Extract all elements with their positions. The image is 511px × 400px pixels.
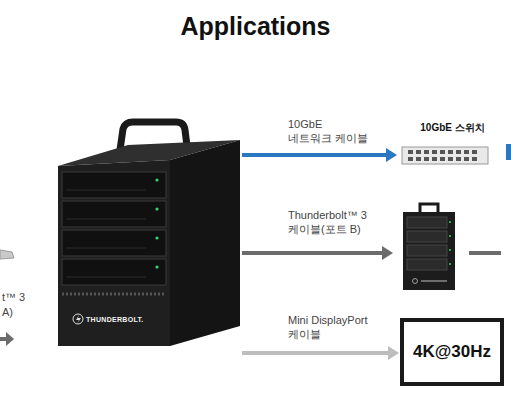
arrow-fragment-head	[6, 332, 14, 346]
cable-label: Mini DisplayPort 케이블	[288, 313, 367, 341]
thunderbolt-arrow-head	[382, 246, 393, 260]
diagram-title: Applications	[0, 12, 511, 41]
thunderbolt-arrow	[242, 251, 383, 255]
cable-label: 10GbE 네트워크 케이블	[288, 117, 368, 145]
cable-fragment	[506, 144, 511, 160]
connector-arrow	[242, 346, 399, 360]
monitor-box: 4K@30Hz	[400, 318, 504, 386]
cable-label: Thunderbolt™ 3 케이블(포트 B)	[288, 208, 367, 236]
switch-box: 10GbE 스위치	[398, 120, 507, 166]
chain-line	[469, 251, 501, 255]
raid-enclosure-box: THUNDERBOLT.	[55, 120, 242, 348]
brand-logo: THUNDERBOLT.	[86, 316, 144, 323]
laptop-fragment	[0, 250, 14, 259]
small-enclosure	[403, 204, 455, 290]
port-label: A)	[2, 305, 13, 319]
arrowhead	[388, 346, 399, 360]
connector-line	[242, 153, 387, 157]
connector-line	[242, 351, 389, 355]
port-label: t™ 3	[2, 290, 25, 304]
arrow-fragment	[0, 337, 6, 341]
device-heading: 10GbE 스위치	[398, 121, 507, 135]
arrowhead	[386, 148, 397, 162]
raid-enclosure	[58, 122, 240, 346]
switch-icon	[402, 147, 488, 164]
connector-arrow	[242, 148, 397, 162]
resolution-text: 4K@30Hz	[413, 342, 491, 362]
